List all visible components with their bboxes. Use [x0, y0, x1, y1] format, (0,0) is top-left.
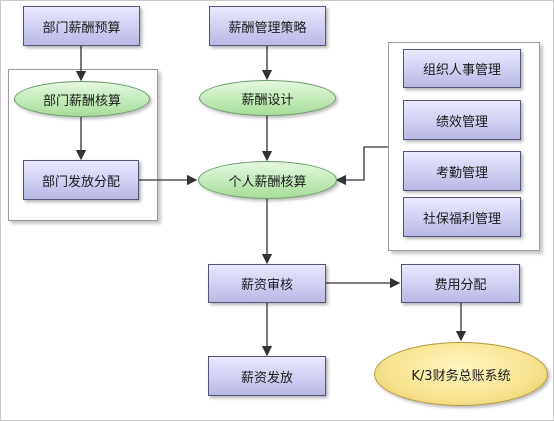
salary-review-node[interactable]: 薪资审核	[208, 264, 326, 303]
design-node[interactable]: 薪酬设计	[199, 80, 336, 116]
personal-calc-node[interactable]: 个人薪酬核算	[198, 161, 337, 199]
dept-calc-node[interactable]: 部门薪酬核算	[14, 81, 150, 117]
social-welfare-node[interactable]: 社保福利管理	[403, 197, 521, 237]
dept-budget-node[interactable]: 部门薪酬预算	[23, 6, 140, 46]
arrow-hr-to-personal	[335, 146, 388, 186]
attendance-node[interactable]: 考勤管理	[403, 151, 521, 191]
salary-payout-node[interactable]: 薪资发放	[208, 356, 326, 396]
dept-dist-node[interactable]: 部门发放分配	[23, 160, 139, 200]
cost-allocation-node[interactable]: 费用分配	[401, 264, 520, 303]
strategy-node[interactable]: 薪酬管理策略	[209, 6, 326, 46]
org-hr-node[interactable]: 组织人事管理	[403, 49, 521, 88]
performance-node[interactable]: 绩效管理	[403, 100, 521, 140]
k3-ledger-node[interactable]: K/3财务总账系统	[374, 342, 548, 406]
